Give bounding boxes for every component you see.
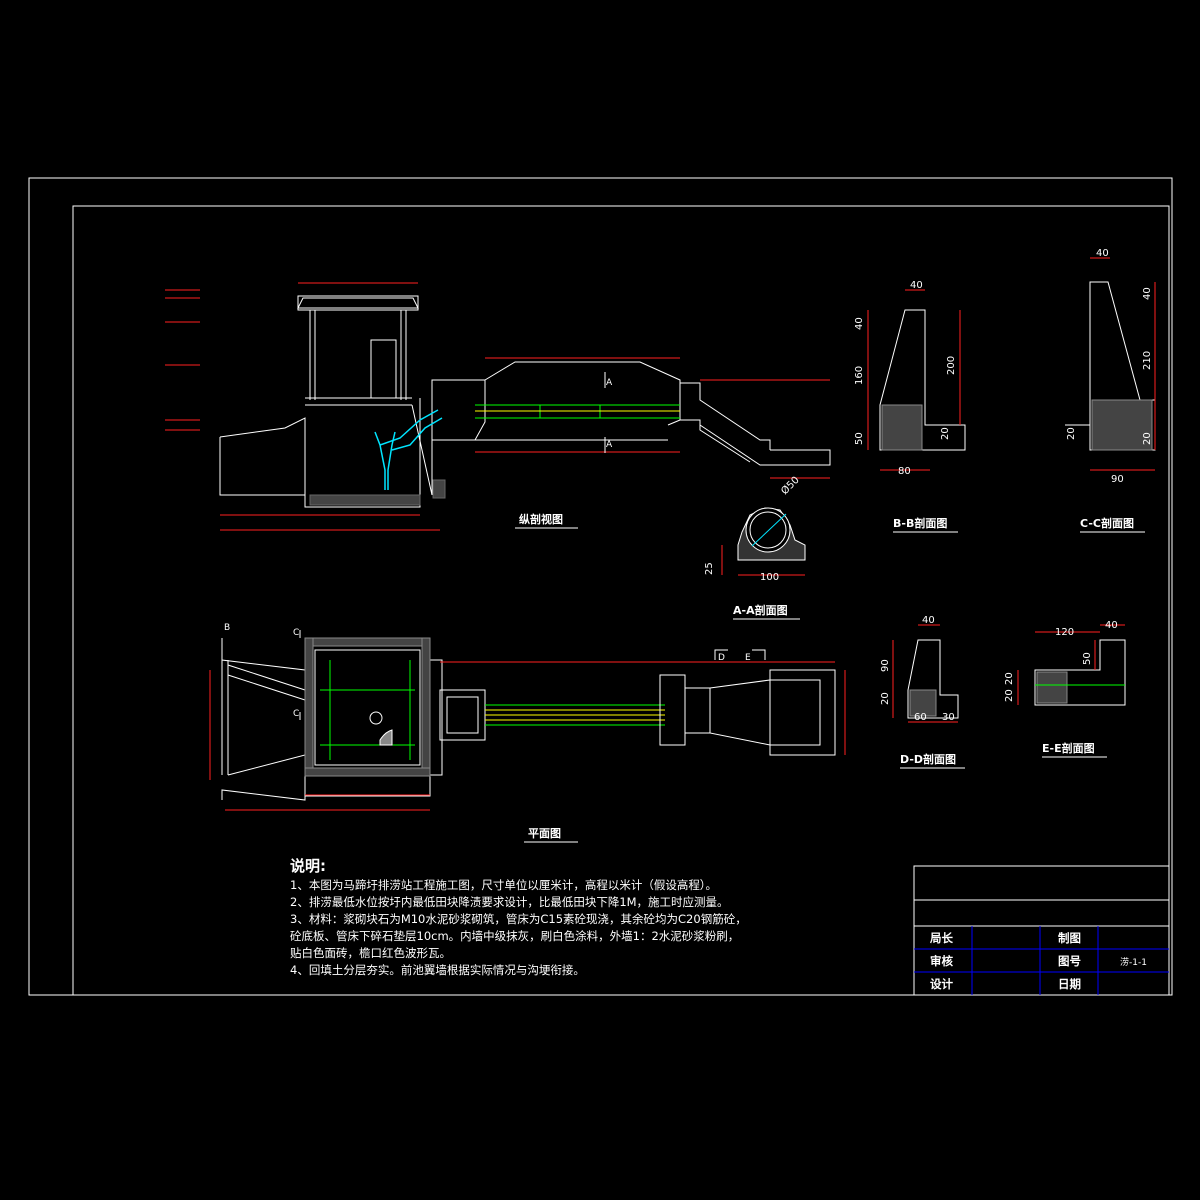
mark-e-plan: E	[745, 653, 751, 663]
dim-ee-h1: 50	[1082, 652, 1093, 665]
title-section-ee: E-E剖面图	[1042, 741, 1095, 755]
dim-ee-h3: 20	[1004, 689, 1015, 702]
mark-c-plan-top: C	[293, 628, 299, 638]
mark-a-top: A	[606, 378, 613, 388]
inner-frame	[72, 205, 1170, 996]
notes-title: 说明:	[290, 857, 326, 875]
dim-cc-d2: 210	[1142, 351, 1153, 370]
dim-ee-w2: 40	[1105, 620, 1118, 631]
dim-dd-d2: 20	[880, 692, 891, 705]
title-block	[913, 865, 1170, 996]
title-plan: 平面图	[528, 827, 561, 840]
dim-bb-d3: 200	[946, 356, 957, 375]
mark-a-bottom: A	[606, 440, 613, 450]
longitudinal-section	[165, 282, 831, 531]
dim-cc-d4: 20	[1142, 432, 1153, 445]
tb-drawn-label: 制图	[1058, 931, 1081, 945]
tb-drawing-no-value: 涝-1-1	[1120, 958, 1147, 968]
dim-bb-top: 40	[910, 280, 923, 291]
title-longitudinal: 纵剖视图	[519, 512, 563, 526]
dim-dd-d1: 90	[880, 659, 891, 672]
title-section-cc: C-C剖面图	[1080, 516, 1134, 530]
section-ee	[1017, 624, 1126, 706]
dim-aa-h: 25	[704, 562, 715, 575]
dim-bb-bottom: 80	[898, 466, 911, 477]
dim-aa-w: 100	[760, 572, 779, 583]
dim-cc-d3: 20	[1066, 427, 1077, 440]
dim-dd-b1: 60	[914, 712, 927, 723]
title-section-aa: A-A剖面图	[733, 603, 788, 617]
dim-cc-top: 40	[1096, 248, 1109, 259]
note-line-5: 贴白色面砖，檐口红色波形瓦。	[290, 946, 451, 960]
mark-b-plan: B	[224, 623, 230, 633]
tb-drawing-no-label: 图号	[1058, 954, 1081, 968]
tb-design-label: 设计	[930, 977, 953, 991]
dim-bb-d5: 20	[940, 427, 951, 440]
note-line-3: 3、材料：浆砌块石为M10水泥砂浆砌筑，管床为C15素砼现浇，其余砼均为C20钢…	[290, 912, 747, 926]
dim-ee-w1: 120	[1055, 627, 1074, 638]
title-section-bb: B-B剖面图	[893, 516, 947, 530]
section-aa	[721, 507, 806, 576]
section-cc	[1065, 257, 1156, 471]
title-section-dd: D-D剖面图	[900, 752, 956, 766]
dim-dd-top: 40	[922, 615, 935, 626]
dim-bb-d4: 50	[854, 432, 865, 445]
note-line-4: 砼底板、管床下碎石垫层10cm。内墙中级抹灰，刷白色涂料，外墙1：2水泥砂浆粉刷…	[290, 929, 740, 943]
note-line-1: 1、本图为马蹄圩排涝站工程施工图，尺寸单位以厘米计，高程以米计（假设高程）。	[290, 878, 718, 892]
design-notes: 说明: 1、本图为马蹄圩排涝站工程施工图，尺寸单位以厘米计，高程以米计（假设高程…	[290, 858, 910, 979]
tb-director-label: 局长	[930, 931, 953, 945]
mark-d-plan: D	[718, 653, 725, 663]
tb-date-label: 日期	[1058, 977, 1081, 991]
dim-bb-d1: 40	[854, 317, 865, 330]
section-dd	[892, 624, 959, 723]
dim-bb-d2: 160	[854, 366, 865, 385]
dim-cc-d1: 40	[1142, 287, 1153, 300]
dim-cc-bottom: 90	[1111, 474, 1124, 485]
mark-c-plan-bottom: C	[293, 709, 299, 719]
dim-ee-h2: 20	[1004, 672, 1015, 685]
note-line-2: 2、排涝最低水位按圩内最低田块降渍要求设计，比最低田块下降1M，施工时应测量。	[290, 895, 729, 909]
dim-dd-b2: 30	[942, 712, 955, 723]
plan-view	[209, 630, 846, 811]
note-line-6: 4、回填土分层夯实。前池翼墙根据实际情况与沟埂衔接。	[290, 963, 585, 977]
section-bb	[867, 289, 966, 471]
tb-review-label: 审核	[930, 954, 953, 968]
